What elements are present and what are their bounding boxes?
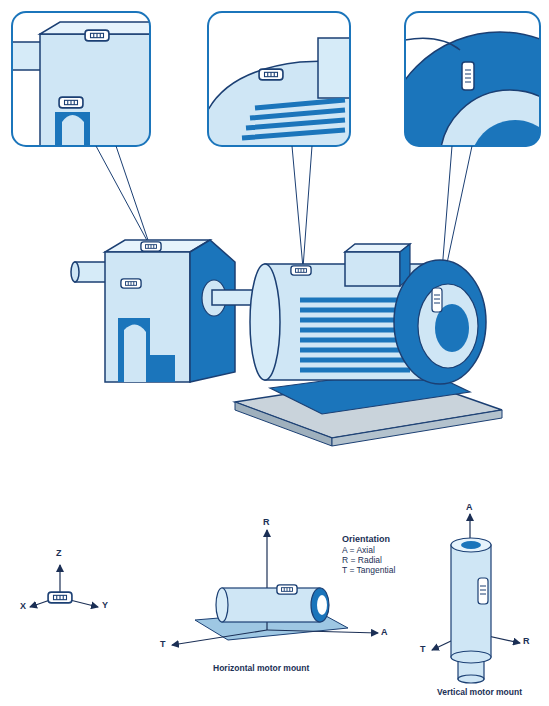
axis-label: A [381, 628, 388, 637]
axis-label: R [523, 637, 530, 646]
legend-entry: A = Axial [342, 546, 375, 555]
motor-end-closeup [465, 70, 471, 82]
motor-end-closeup [470, 120, 540, 146]
base-plate [332, 410, 502, 446]
legend-title: Orientation [342, 535, 390, 544]
gearbox [124, 324, 146, 382]
xyz-axes [30, 565, 98, 607]
axis-label: A [466, 503, 473, 512]
gearbox [75, 262, 107, 282]
caption-text: Vertical motor mount [437, 688, 522, 697]
motor [434, 295, 440, 303]
motor-end-closeup [405, 12, 540, 146]
gearbox-closeup [12, 12, 150, 146]
gearbox-closeup [62, 115, 84, 146]
motor-top-closeup [208, 12, 350, 146]
motor [250, 264, 280, 380]
vertical-mount [451, 538, 491, 552]
motor [345, 244, 410, 252]
vertical-mount [451, 651, 491, 663]
motor-end-closeup [405, 12, 540, 146]
axis-label: R [263, 518, 270, 527]
gearbox-closeup [12, 12, 150, 146]
motor [432, 288, 442, 312]
vertical-mount [458, 675, 484, 683]
horizontal-mount [216, 588, 228, 622]
motor [300, 300, 410, 370]
vertical-mount [461, 541, 481, 549]
gearbox [190, 240, 235, 382]
gearbox [105, 252, 190, 382]
vertical-mount [480, 586, 486, 594]
motor-end-closeup [405, 38, 460, 50]
gearbox-closeup [55, 112, 90, 146]
gearbox-closeup [85, 30, 109, 41]
motor-end-closeup [405, 32, 540, 146]
legend-entry: T = Tangential [342, 566, 395, 575]
gearbox-closeup [12, 12, 150, 146]
gearbox [141, 242, 161, 251]
motor [300, 300, 410, 370]
motor-end-closeup [462, 62, 474, 90]
horizontal-mount [222, 588, 320, 622]
gearbox [150, 355, 175, 382]
axis-label: Y [102, 601, 108, 610]
axis-label: T [420, 645, 426, 654]
xyz-axes [30, 600, 50, 607]
leader-line [292, 146, 312, 268]
axis-label: Z [56, 549, 62, 558]
motor-top-closeup [318, 38, 350, 98]
gearbox [118, 318, 150, 382]
motor [394, 260, 486, 384]
horizontal-mount [172, 630, 267, 645]
gearbox-closeup [40, 34, 150, 146]
xyz-axes [70, 600, 98, 607]
sensor-icon [48, 592, 72, 603]
axis-label: T [160, 640, 166, 649]
horizontal-mount [172, 530, 378, 645]
motor [250, 244, 486, 384]
motor [345, 252, 400, 286]
caption-text: Horizontal motor mount [213, 664, 309, 673]
gearbox [71, 240, 267, 382]
xyz-axes [59, 565, 60, 592]
horizontal-mount [277, 585, 297, 594]
motor-end-closeup [382, 12, 549, 268]
horizontal-mount [311, 588, 329, 622]
motor-top-closeup [208, 12, 358, 146]
horizontal-mount [317, 595, 327, 615]
vertical-mount [432, 514, 520, 683]
gearbox-closeup [12, 12, 150, 146]
axis-label: X [20, 602, 26, 611]
motor-top-closeup [259, 69, 283, 80]
leader-line [96, 146, 150, 246]
horizontal-mount [267, 630, 378, 633]
vertical-mount [451, 545, 491, 657]
vertical-mount [478, 578, 488, 604]
gearbox [121, 279, 141, 288]
motor-top-closeup [242, 100, 345, 138]
motor-top-closeup [208, 12, 350, 146]
gearbox [71, 262, 79, 282]
motor-end-closeup [440, 90, 540, 146]
legend-entry: R = Radial [342, 556, 382, 565]
gearbox-closeup [59, 97, 83, 108]
motor [291, 266, 311, 275]
motor [418, 284, 478, 368]
